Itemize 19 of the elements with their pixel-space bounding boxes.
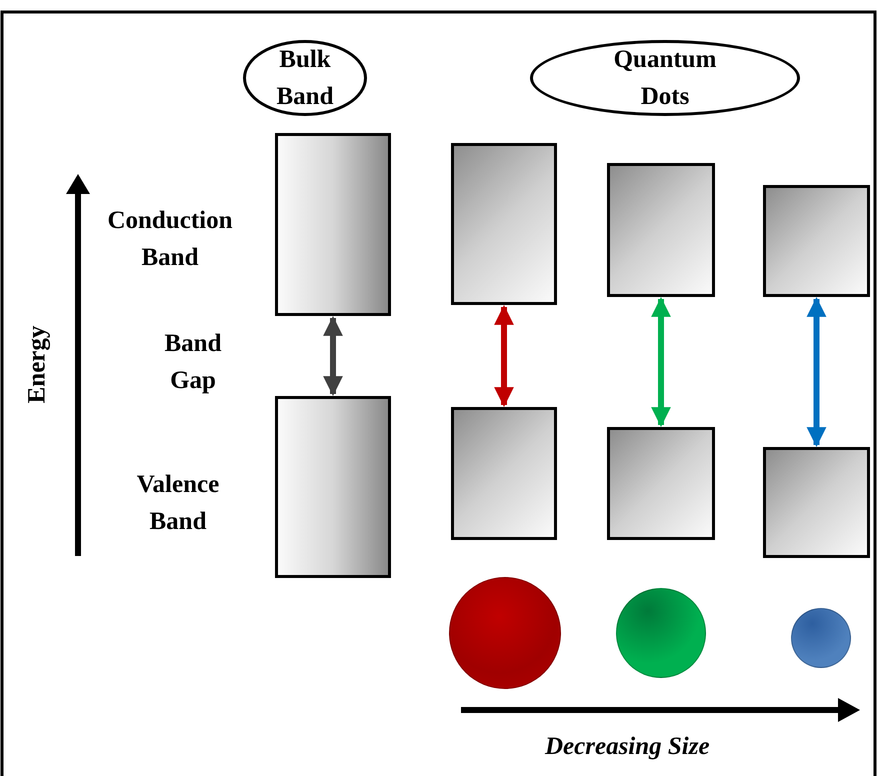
energy-band-box [275,396,391,578]
band-label: Band Gap [164,329,222,396]
energy-band-box [607,427,715,540]
double-arrow [651,297,671,427]
double-arrow [323,316,343,396]
band-label: Valence Band [136,470,220,537]
energy-band-box [763,185,870,297]
axis-label: Energy [22,326,52,404]
heading-text: Quantum Dots [612,45,718,112]
energy-band-box [607,163,715,297]
heading-text: Bulk Band [276,45,334,112]
band-label: Conduction Band [106,206,234,273]
energy-band-box [275,133,391,316]
double-arrow [806,297,826,447]
energy-band-box [451,407,557,540]
energy-band-box [451,143,557,305]
energy-band-box [763,447,870,558]
double-arrow [494,305,514,407]
band-label: Decreasing Size [545,732,710,762]
